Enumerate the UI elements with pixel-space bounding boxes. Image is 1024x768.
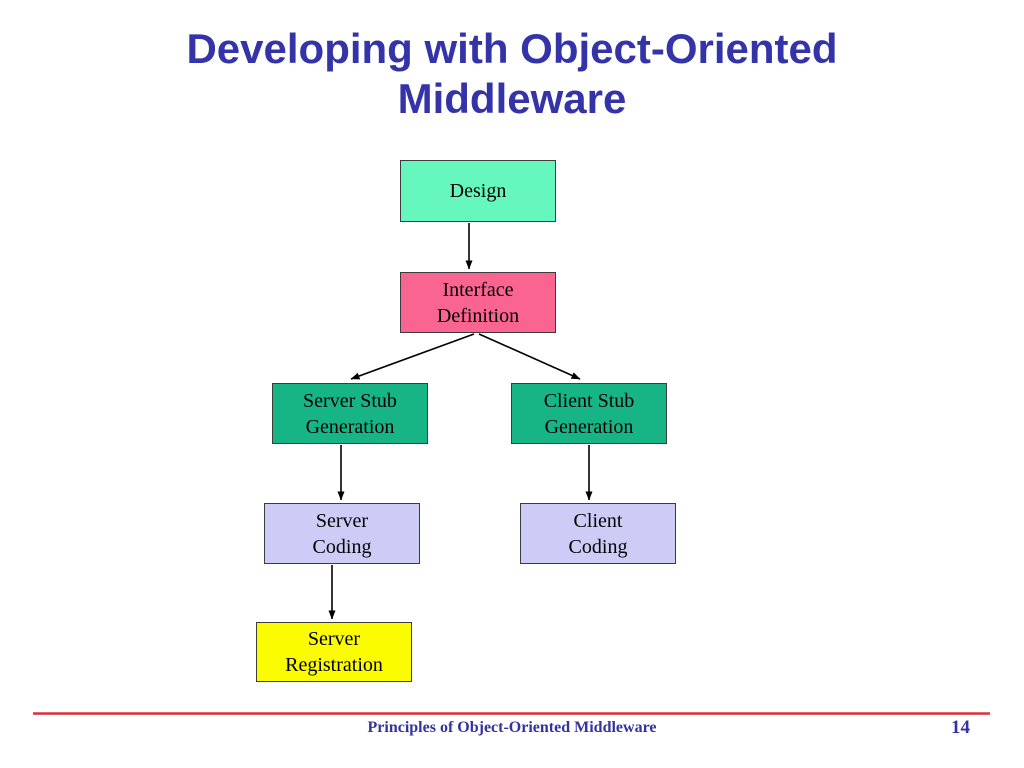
arrow-interface-to-client-stub: [478, 333, 581, 380]
flow-node-design: Design: [400, 160, 556, 222]
footer-divider-line: [33, 712, 990, 715]
flow-node-client-coding: Client Coding: [520, 503, 676, 564]
page-number: 14: [951, 717, 970, 738]
slide-title: Developing with Object-Oriented Middlewa…: [186, 25, 838, 122]
flow-node-server-stub-generation: Server Stub Generation: [272, 383, 428, 444]
flow-node-server-coding: Server Coding: [264, 503, 420, 564]
flow-node-server-registration: Server Registration: [256, 622, 412, 682]
arrow-interface-to-server-stub: [350, 333, 475, 380]
flow-node-interface-definition: Interface Definition: [400, 272, 556, 333]
footer-title: Principles of Object-Oriented Middleware: [367, 719, 657, 736]
flow-node-client-stub-generation: Client Stub Generation: [511, 383, 667, 444]
